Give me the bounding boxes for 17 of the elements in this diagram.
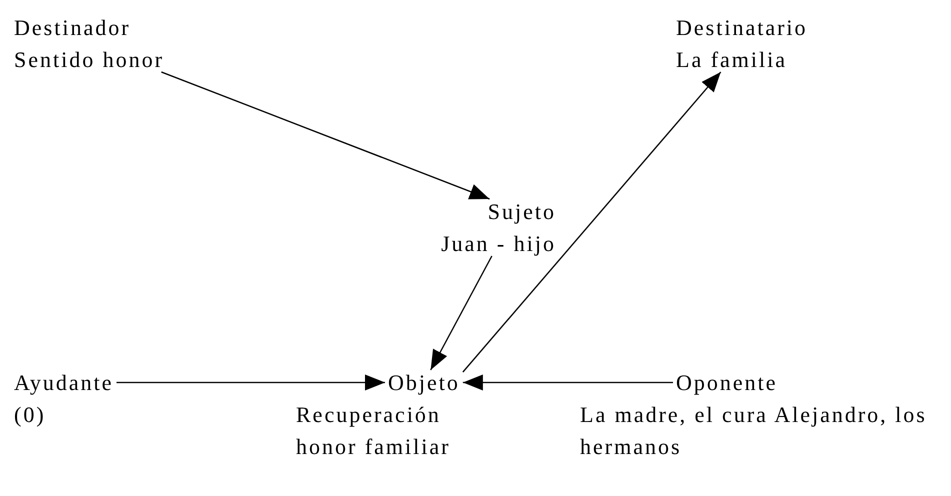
role-text: Recuperación honor familiar [296,401,452,461]
role-heading: Sujeto [486,198,556,226]
role-heading: Objeto [387,369,461,397]
arrow [462,374,673,390]
role-text: Sentido honor [14,46,166,74]
arrow [430,256,492,370]
arrow [116,374,385,390]
role-text: La familia [676,46,788,74]
arrow [462,72,722,373]
role-heading: Destinatario [676,14,809,42]
role-text: Juan - hijo [440,230,556,258]
role-heading: Oponente [675,369,779,397]
role-text: (0) [14,401,47,429]
role-text: La madre, el cura Alejandro, los hermanos [580,401,928,461]
role-heading: Destinador [14,14,132,42]
arrow [161,71,490,200]
role-heading: Ayudante [14,369,115,397]
